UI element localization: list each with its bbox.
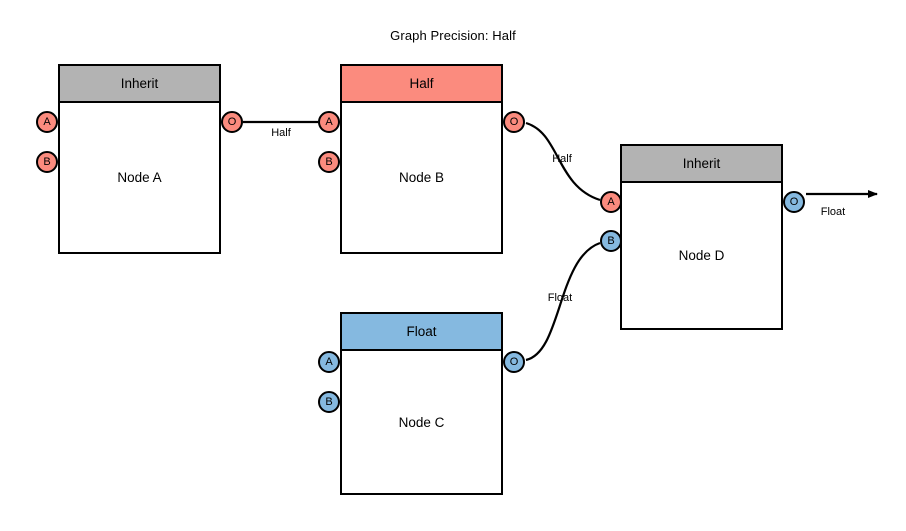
- port-label: A: [325, 356, 333, 368]
- port-b-node-a[interactable]: B: [36, 151, 58, 173]
- port-label: O: [789, 196, 799, 208]
- node-label: Node B: [398, 170, 445, 185]
- port-o-node-c[interactable]: O: [503, 351, 525, 373]
- node-body: Node B: [342, 103, 501, 252]
- node-header: Inherit: [60, 66, 219, 103]
- edge-label-edge-d-output: Float: [820, 206, 846, 218]
- port-label: O: [227, 116, 237, 128]
- port-a-node-a[interactable]: A: [36, 111, 58, 133]
- edge-label-edge-a-to-b: Half: [271, 127, 291, 139]
- port-label: A: [43, 116, 51, 128]
- port-label: A: [325, 116, 333, 128]
- node-label: Node D: [678, 248, 725, 263]
- port-label: B: [325, 396, 333, 408]
- node-label: Node A: [117, 170, 162, 185]
- port-label: B: [43, 156, 51, 168]
- node-body: Node A: [60, 103, 219, 252]
- port-o-node-a[interactable]: O: [221, 111, 243, 133]
- port-b-node-c[interactable]: B: [318, 391, 340, 413]
- port-label: A: [607, 196, 615, 208]
- node-header: Half: [342, 66, 501, 103]
- port-b-node-d[interactable]: B: [600, 230, 622, 252]
- port-label: B: [325, 156, 333, 168]
- node-header: Float: [342, 314, 501, 351]
- port-o-node-b[interactable]: O: [503, 111, 525, 133]
- port-o-node-d[interactable]: O: [783, 191, 805, 213]
- page-title: Graph Precision: Half: [390, 28, 516, 43]
- node-body: Node D: [622, 183, 781, 328]
- port-a-node-d[interactable]: A: [600, 191, 622, 213]
- port-b-node-b[interactable]: B: [318, 151, 340, 173]
- edge-label-edge-c-to-d: Float: [547, 292, 573, 304]
- port-a-node-c[interactable]: A: [318, 351, 340, 373]
- node-label: Node C: [398, 414, 445, 430]
- node-header: Inherit: [622, 146, 781, 183]
- node-body: Node C: [342, 351, 501, 493]
- port-label: O: [509, 356, 519, 368]
- edge-label-edge-b-to-d: Half: [552, 153, 572, 165]
- port-label: B: [607, 235, 615, 247]
- port-label: O: [509, 116, 519, 128]
- port-a-node-b[interactable]: A: [318, 111, 340, 133]
